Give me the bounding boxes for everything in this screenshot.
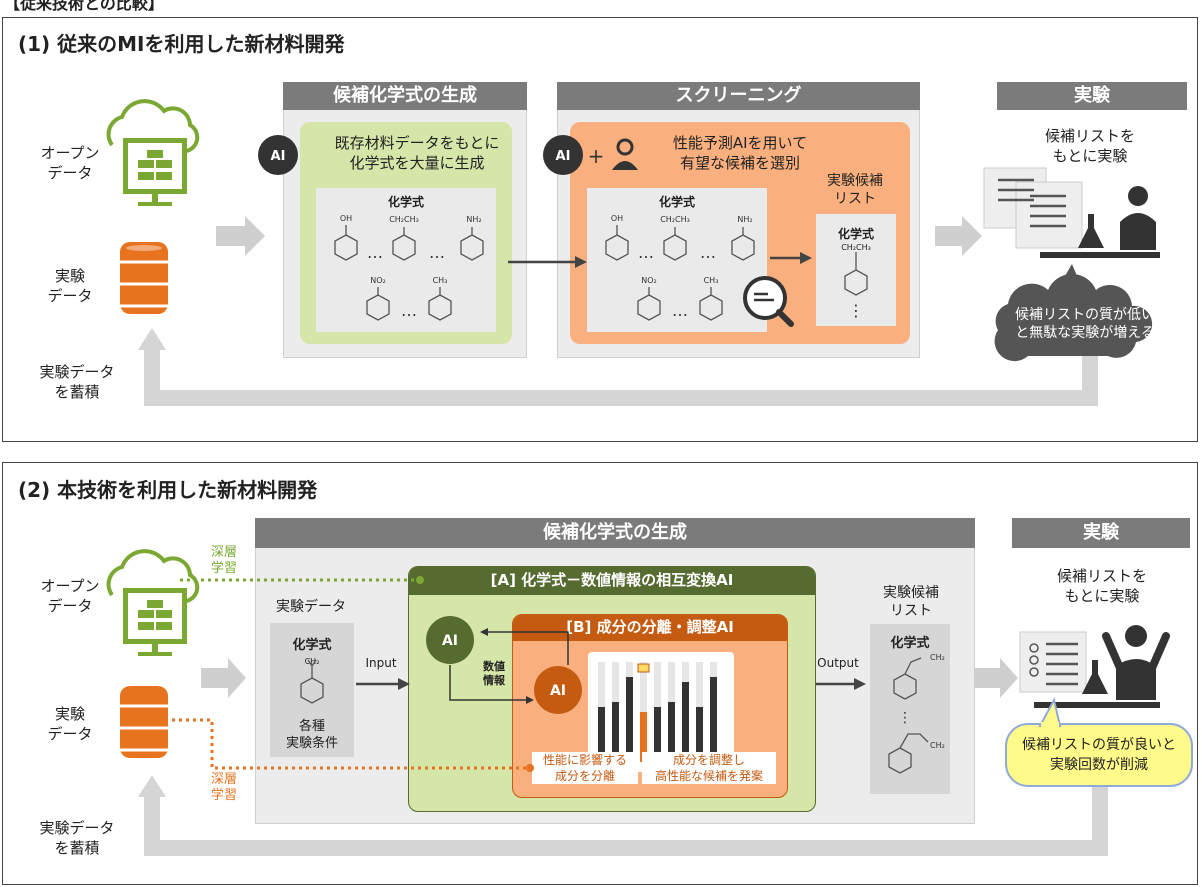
gen-desc: 既存材料データをもとに化学式を大量に生成 (334, 134, 500, 172)
vdots: ⋮ (848, 301, 864, 320)
bar (696, 707, 703, 762)
bar (682, 682, 689, 762)
cut-header: 【従来技術との比較】 (4, 0, 164, 13)
ai-a-title: [A] 化学式－数値情報の相互変換AI (490, 571, 734, 589)
cand-vdots: ⋮ (898, 710, 912, 726)
bar (612, 702, 619, 762)
input-formula-sub: CH₂ (304, 657, 320, 666)
deep-learning-label-orange: 深層学習 (210, 772, 237, 803)
dots: … (367, 243, 383, 262)
separate-text: 性能に影響する成分を分離 (532, 752, 638, 784)
mol-nh2: NH₂ (466, 215, 481, 224)
cand-sub-b: CH₂ (930, 741, 945, 750)
bar (710, 677, 717, 762)
panel2-title: (2) 本技術を利用した新材料開発 (18, 478, 318, 502)
panel-proposed (2, 462, 1198, 885)
bar (668, 702, 675, 762)
candidate-formula-title: 化学式 (837, 227, 874, 241)
bar (654, 707, 661, 762)
adjust-text: 成分を調整し高性能な候補を発案 (642, 752, 776, 784)
screen-header: スクリーニング (557, 82, 920, 110)
candidate-list-label-2: 実験候補リスト (883, 585, 939, 619)
gen-formula-title: 化学式 (387, 195, 424, 209)
dots: … (638, 243, 654, 262)
gen-header: 候補化学式の生成 (283, 82, 527, 110)
mol-oh-2: OH (611, 214, 623, 223)
bubble-text: 候補リストの質が良いと実験回数が削減 (1022, 737, 1176, 773)
exp-data-input-label: 実験データ (276, 599, 346, 615)
svg-text:AI: AI (442, 633, 458, 649)
svg-text:+: + (588, 144, 605, 168)
mol-no2: NO₂ (370, 276, 386, 285)
input-label: Input (365, 656, 397, 670)
gen-header-2: 候補化学式の生成 (255, 518, 975, 548)
mol-oh: OH (340, 214, 352, 223)
dots: … (429, 243, 445, 262)
deep-learning-label-green: 深層学習 (210, 545, 237, 576)
mol-ethyl-2: CH₂CH₃ (660, 215, 690, 224)
adjust-knob (637, 663, 650, 673)
exp-desc-2: 候補リストをもとに実験 (1056, 567, 1147, 605)
exp-data-label: 実験データ (47, 267, 93, 305)
svg-text:AI: AI (550, 683, 566, 699)
panel1-title: (1) 従来のMIを利用した新材料開発 (18, 32, 345, 56)
candidate-list-label: 実験候補リスト (827, 173, 883, 207)
svg-text:AI: AI (556, 149, 571, 164)
svg-text:AI: AI (271, 149, 286, 164)
cloud-text: 候補リストの質が低いと無駄な実験が増える (1015, 307, 1155, 341)
exp-desc: 候補リストをもとに実験 (1044, 127, 1135, 165)
exp-header: 実験 (997, 82, 1187, 110)
accumulate-label-2: 実験データを蓄積 (39, 819, 115, 857)
dots: … (700, 243, 716, 262)
mol-ch3: CH₃ (433, 276, 448, 285)
input-conditions: 各種実験条件 (285, 719, 338, 751)
mol-ethyl: CH₂CH₃ (389, 215, 419, 224)
exp-header-2: 実験 (1012, 518, 1190, 548)
dots: … (672, 301, 688, 320)
mol-no2-2: NO₂ (641, 276, 657, 285)
output-label: Output (817, 656, 859, 670)
candidate-formula-2: 化学式 (890, 636, 930, 651)
input-formula-title: 化学式 (292, 638, 332, 653)
mol-nh2-2: NH₂ (737, 215, 752, 224)
accumulate-label: 実験データを蓄積 (39, 363, 115, 401)
screen-desc: 性能予測AIを用いて有望な候補を選別 (672, 134, 808, 172)
candidate-sub: CH₂CH₃ (841, 243, 871, 252)
input-box (270, 623, 354, 757)
bar (640, 712, 647, 762)
ai-b-title: [B] 成分の分離・調整AI (566, 618, 734, 636)
exp-data-label-2: 実験データ (47, 705, 93, 743)
numeric-info: 数値情報 (483, 660, 505, 687)
dots: … (401, 301, 417, 320)
bar (626, 677, 633, 762)
open-data-label: オープンデータ (40, 144, 100, 182)
cand-sub-a: CH₂ (930, 653, 945, 662)
candidate-list-box-2 (870, 624, 950, 794)
bar (598, 707, 605, 762)
open-data-label-2: オープンデータ (40, 577, 100, 615)
mol-ch3-2: CH₃ (704, 276, 719, 285)
screen-formula-title: 化学式 (658, 195, 695, 209)
